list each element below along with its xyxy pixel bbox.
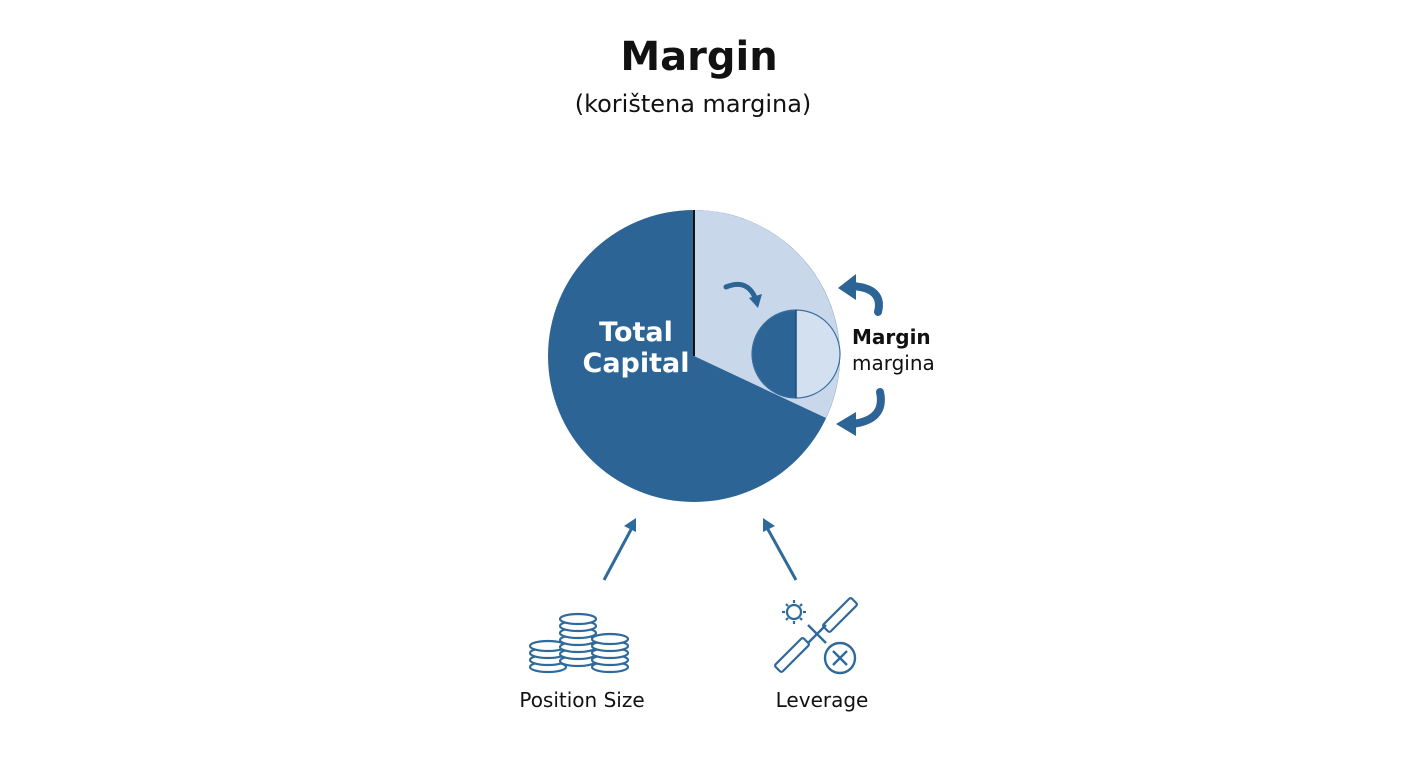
free-margin-half [796, 310, 840, 398]
margin-label-line2: margina [852, 351, 935, 375]
pie-label-line1: Total [599, 317, 673, 348]
inner-curved-arrow-icon [723, 281, 762, 308]
gear-icon [782, 600, 806, 624]
leverage-arrow [763, 523, 798, 581]
bottom-cycle-arrow-icon [836, 388, 885, 436]
used-margin-half [752, 310, 796, 398]
position-size-label: Position Size [519, 688, 644, 712]
leverage-label: Leverage [776, 688, 869, 712]
circled-x-icon [823, 641, 857, 675]
diagram-subtitle: (korištena margina) [574, 90, 812, 118]
diagram-title: Margin [620, 34, 778, 80]
lever-bar-lower-icon [774, 637, 810, 673]
position-size-arrowhead [624, 518, 636, 532]
cross-icon [807, 624, 827, 644]
used-margin-circle [751, 309, 841, 399]
position-size-arrow [602, 523, 636, 581]
top-cycle-arrow-icon [838, 274, 883, 316]
coin-stack-icon [528, 612, 630, 674]
pie-label-line2: Capital [583, 348, 690, 379]
leverage-arrowhead [763, 518, 775, 532]
lever-bar-upper-icon [822, 597, 858, 633]
margin-label-line1: Margin [852, 325, 931, 349]
leverage-tools-icon [774, 597, 858, 675]
